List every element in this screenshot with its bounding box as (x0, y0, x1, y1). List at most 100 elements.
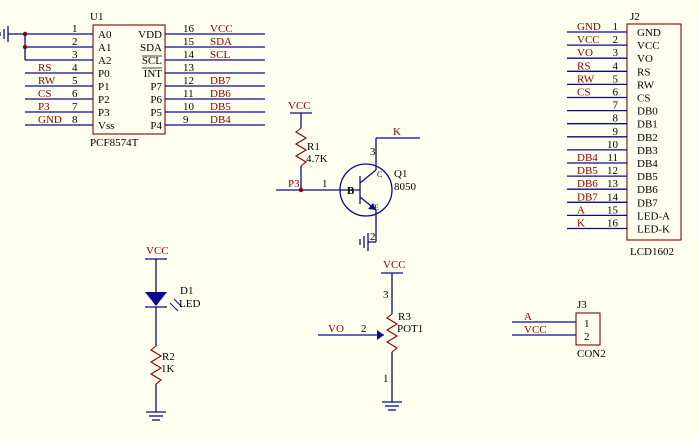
j2-pin-number: 4 (613, 60, 619, 72)
u1-part: PCF8574T (90, 137, 139, 149)
led-stage: VCC D1 LED R2 1K (145, 245, 200, 421)
r2-designator: R2 (162, 351, 175, 363)
j2-pin-name: DB0 (637, 106, 658, 118)
j2-net-label: RW (577, 73, 595, 85)
ground-icon (382, 401, 402, 411)
j2-pin-name: DB5 (637, 171, 658, 183)
j2-pin-name: LED-A (637, 210, 670, 222)
wiper-arrow-icon (377, 330, 384, 340)
q1-designator: Q1 (394, 168, 407, 180)
r1-value: 4.7K (306, 153, 328, 165)
j2-net-label: VO (577, 47, 593, 59)
j2-pin-name: LED-K (637, 224, 670, 236)
r3-wiper-net: VO (328, 323, 344, 335)
j2-net-label: GND (577, 21, 601, 33)
u1-net-label: DB7 (210, 75, 231, 87)
r3-pin-top: 3 (383, 289, 389, 301)
j3-net-1: A (524, 311, 532, 323)
u1-pin-name: Vss (98, 120, 115, 132)
j2-net-label: RS (577, 60, 590, 72)
j2-pin-name: RW (637, 79, 655, 91)
u1-pin-number: 10 (183, 101, 195, 113)
q1-collector-letter: C (377, 170, 382, 179)
u1-pin-name: SCL (142, 55, 162, 67)
j2-net-label: DB5 (577, 165, 598, 177)
r3-potentiometer (385, 313, 399, 353)
u1-pin-name: P0 (98, 68, 110, 80)
j2-pin-number: 16 (607, 218, 619, 230)
u1-pin-name: P1 (98, 81, 110, 93)
j2-pin-number: 12 (607, 165, 618, 177)
j2-pin-number: 6 (613, 87, 619, 99)
u1-body (92, 24, 166, 135)
led-icon (145, 292, 167, 306)
j2-pin-name: DB3 (637, 145, 658, 157)
led-ray (169, 302, 179, 312)
u1-pin-name: A0 (98, 29, 112, 41)
j2-pin-number: 8 (613, 113, 619, 125)
j2-pin-number: 9 (613, 126, 619, 138)
u1-pin-number: 1 (72, 23, 78, 35)
j2-net-label: DB6 (577, 178, 598, 190)
u1-pin-name: SDA (140, 42, 162, 54)
r3-pin-bottom: 1 (383, 373, 389, 385)
u1-pin-name: P4 (150, 120, 162, 132)
r1-vcc-label: VCC (288, 100, 311, 112)
r1-designator: R1 (307, 141, 320, 153)
j2-net-label: K (577, 218, 585, 230)
u1-pin-name: VDD (138, 29, 162, 41)
q1-pin-collector: 3 (370, 146, 376, 158)
j3-pin-1: 1 (584, 318, 590, 330)
u1-designator: U1 (90, 11, 103, 23)
r3-part: POT1 (397, 323, 423, 335)
q1-transistor-stage: VCC R1 4.7K P3 1 B C E Q1 8050 3 K 2 (276, 100, 420, 251)
q1-part: 8050 (394, 181, 417, 193)
j2-pin-number: 10 (607, 139, 619, 151)
u1-net-label: DB4 (210, 114, 231, 126)
q1-base-net: P3 (288, 178, 300, 190)
u1-net-label: P3 (38, 101, 50, 113)
q1-base-letter: B (347, 185, 355, 197)
junction-dot (22, 44, 28, 50)
j2-pin-name: DB4 (637, 158, 658, 170)
j2-pin-name: GND (637, 27, 661, 39)
j2-pin-name: VCC (637, 40, 660, 52)
j2-pin-number: 13 (607, 178, 619, 190)
u1-net-label: RS (38, 62, 51, 74)
j2-net-label: VCC (577, 34, 600, 46)
u1-pin-number: 2 (72, 36, 78, 48)
u1-pin-number: 5 (72, 75, 78, 87)
u1-pin-number: 4 (72, 62, 78, 74)
j2-pin-number: 1 (613, 21, 619, 33)
j2-pin-name: RS (637, 66, 650, 78)
j2-pin-name: DB2 (637, 132, 658, 144)
pot-stage: VCC 3 R3 POT1 VO 2 1 (318, 259, 423, 411)
u1-pin-name: P5 (150, 107, 162, 119)
r3-vcc-label: VCC (383, 259, 406, 271)
q1-emitter-letter: E (374, 203, 379, 212)
q1-pin-emitter: 2 (370, 231, 376, 243)
j2-designator: J2 (630, 11, 640, 23)
j2-pin-number: 14 (607, 191, 619, 203)
u1-net-label: GND (38, 114, 62, 126)
j2-pin-name: DB6 (637, 184, 658, 196)
ground-icon (0, 26, 9, 42)
j2-pin-name: VO (637, 53, 653, 65)
j2-pin-number: 3 (613, 47, 619, 59)
u1-pin-name: A1 (98, 42, 111, 54)
j3-net-2: VCC (524, 324, 547, 336)
r3-designator: R3 (398, 311, 411, 323)
ground-icon (146, 411, 166, 421)
j2-pin-number: 5 (613, 73, 619, 85)
u1-net-label: CS (38, 88, 51, 100)
j2-pin-number: 2 (613, 34, 619, 46)
j2-net-label: DB7 (577, 191, 598, 203)
q1-collector-net: K (393, 126, 401, 138)
u1-pin-number: 8 (72, 114, 78, 126)
u1-pin-number: 13 (183, 62, 195, 74)
u1-pin-name: P7 (150, 81, 162, 93)
j2-pin-number: 15 (607, 204, 619, 216)
